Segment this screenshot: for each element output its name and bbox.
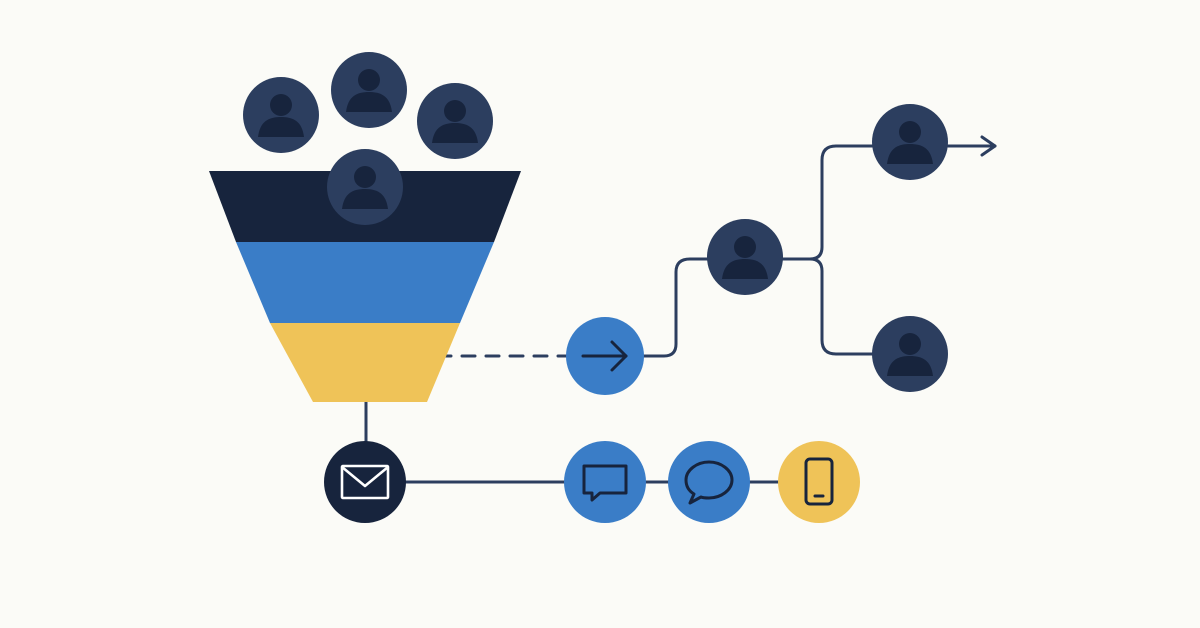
journey-person-bottom — [872, 316, 948, 392]
speech-bubble-icon — [684, 460, 734, 505]
people-entering — [243, 52, 493, 225]
funnel-stage-bottom — [270, 323, 460, 402]
journey-start-node — [566, 317, 644, 395]
journey — [566, 104, 948, 395]
channel-web-chat — [564, 441, 646, 523]
journey-person-top — [872, 104, 948, 180]
funnel — [209, 171, 521, 402]
journey-path-1 — [642, 257, 710, 358]
channel-messaging — [668, 441, 750, 523]
channel-email — [324, 441, 406, 523]
monitor-chat-icon — [582, 464, 628, 502]
journey-person-middle — [707, 219, 783, 295]
channels — [324, 441, 860, 523]
person-avatar — [243, 77, 319, 153]
journey-branch-up — [780, 144, 876, 261]
envelope-icon — [340, 464, 390, 500]
arrow-right-icon — [581, 340, 628, 372]
exit-arrowhead-icon — [980, 135, 997, 157]
person-avatar — [417, 83, 493, 159]
funnel-stage-middle — [236, 242, 494, 323]
journey-branch-down — [780, 257, 876, 356]
connector-lines — [364, 135, 997, 484]
person-avatar — [327, 149, 403, 225]
person-avatar — [331, 52, 407, 128]
smartphone-icon — [804, 457, 834, 506]
channel-mobile — [778, 441, 860, 523]
